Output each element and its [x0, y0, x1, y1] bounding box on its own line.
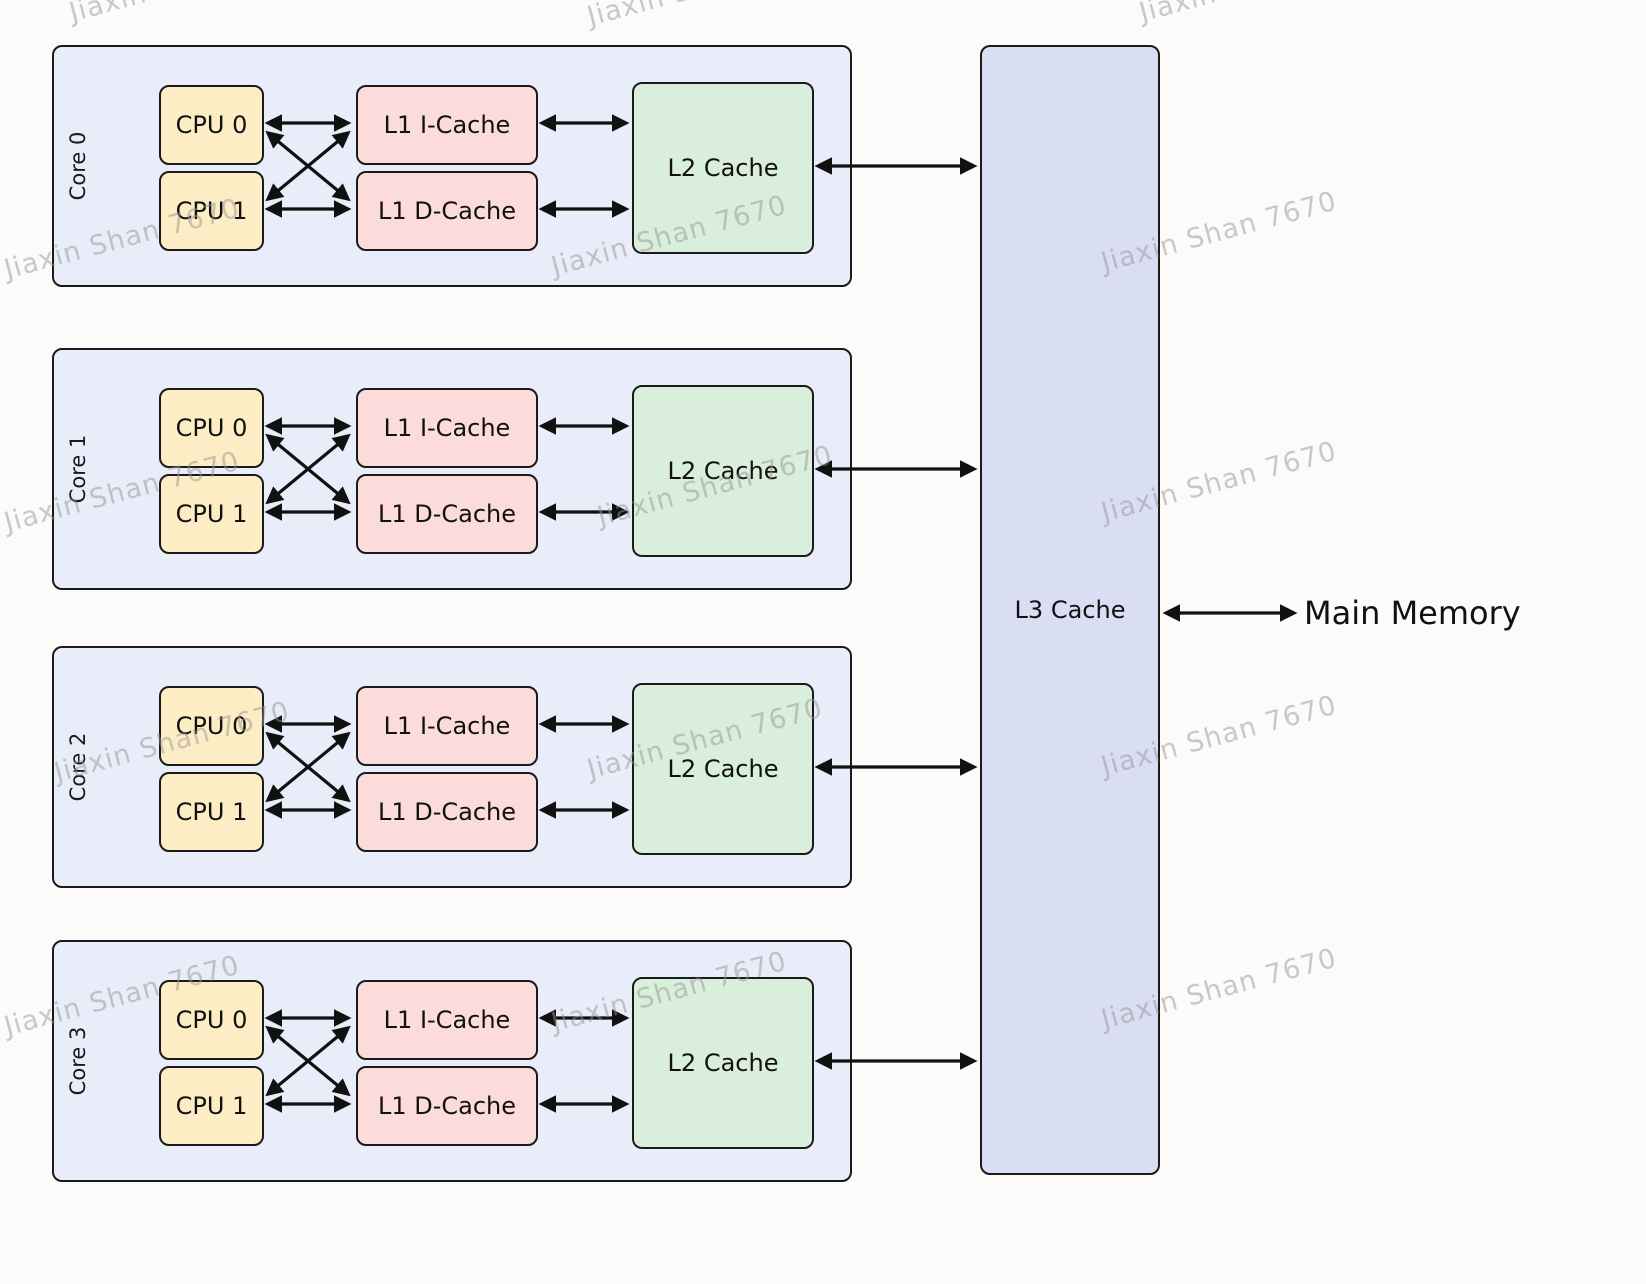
- core-2-container: Core 2 CPU 0 CPU 1 L1 I-Cache L1 D-Cache…: [52, 646, 852, 888]
- core-3-cpu-1-box: CPU 1: [159, 1066, 264, 1146]
- core-0-container: Core 0 CPU 0 CPU 1 L1 I-Cache L1 D-Cache…: [52, 45, 852, 287]
- core-2-l1-dcache-box: L1 D-Cache: [356, 772, 538, 852]
- watermark: Jiaxin Shan 7670: [1136, 0, 1378, 28]
- core-1-cpu-1-box: CPU 1: [159, 474, 264, 554]
- watermark: Jiaxin Shan 7670: [66, 0, 308, 28]
- core-2-l2-cache-box: L2 Cache: [632, 683, 814, 855]
- core-3-l1-dcache-box: L1 D-Cache: [356, 1066, 538, 1146]
- main-memory-label: Main Memory: [1304, 594, 1521, 632]
- l3-cache-box: L3 Cache: [980, 45, 1160, 1175]
- core-3-container: Core 3 CPU 0 CPU 1 L1 I-Cache L1 D-Cache…: [52, 940, 852, 1182]
- core-3-label: Core 3: [66, 1026, 90, 1096]
- core-3-l1-icache-box: L1 I-Cache: [356, 980, 538, 1060]
- core-1-container: Core 1 CPU 0 CPU 1 L1 I-Cache L1 D-Cache…: [52, 348, 852, 590]
- core-1-l1-dcache-box: L1 D-Cache: [356, 474, 538, 554]
- core-1-l2-cache-box: L2 Cache: [632, 385, 814, 557]
- core-0-l1-dcache-box: L1 D-Cache: [356, 171, 538, 251]
- core-3-l2-cache-box: L2 Cache: [632, 977, 814, 1149]
- core-0-l1-icache-box: L1 I-Cache: [356, 85, 538, 165]
- core-0-l2-cache-box: L2 Cache: [632, 82, 814, 254]
- core-1-l1-icache-box: L1 I-Cache: [356, 388, 538, 468]
- core-1-cpu-0-box: CPU 0: [159, 388, 264, 468]
- core-3-cpu-0-box: CPU 0: [159, 980, 264, 1060]
- core-2-cpu-1-box: CPU 1: [159, 772, 264, 852]
- watermark: Jiaxin Shan 7670: [584, 0, 826, 32]
- core-2-cpu-0-box: CPU 0: [159, 686, 264, 766]
- core-2-l1-icache-box: L1 I-Cache: [356, 686, 538, 766]
- core-0-label: Core 0: [66, 131, 90, 201]
- core-1-label: Core 1: [66, 434, 90, 504]
- core-0-cpu-1-box: CPU 1: [159, 171, 264, 251]
- core-0-cpu-0-box: CPU 0: [159, 85, 264, 165]
- core-2-label: Core 2: [66, 732, 90, 802]
